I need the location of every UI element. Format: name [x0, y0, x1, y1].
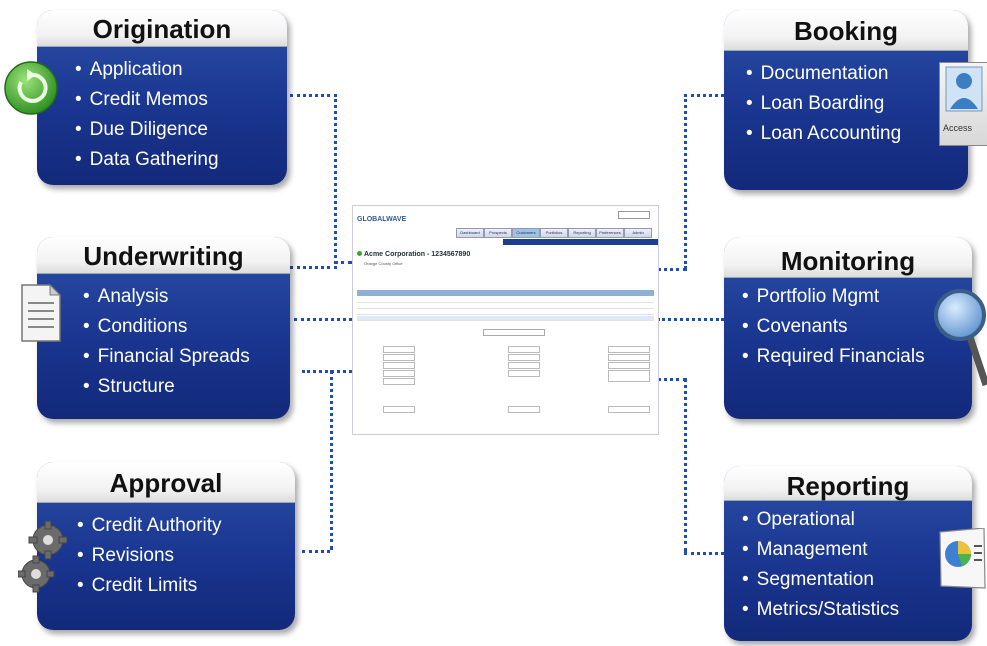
reporting-item: Metrics/Statistics — [742, 595, 972, 625]
monitoring-item: Required Financials — [742, 342, 972, 372]
monitoring-card: Monitoring Portfolio Mgmt Covenants Requ… — [724, 237, 972, 419]
form-field[interactable] — [508, 354, 540, 361]
document-icon — [18, 283, 62, 343]
connector-reporting-vertical — [684, 378, 687, 552]
connector-booking-bottom — [657, 268, 687, 271]
form-field[interactable] — [608, 406, 650, 413]
connector-origination-stub — [334, 261, 352, 264]
booking-card: Booking Documentation Loan Boarding Loan… — [724, 10, 968, 190]
approval-card: Approval Credit Authority Revisions Cred… — [37, 462, 295, 630]
underwriting-card: Underwriting Analysis Conditions Financi… — [37, 237, 290, 419]
origination-item: Application — [75, 55, 287, 85]
reporting-item: Management — [742, 535, 972, 565]
approval-title: Approval — [37, 462, 295, 503]
form-field[interactable] — [608, 362, 650, 369]
nav-tab[interactable]: Reporting — [568, 228, 596, 238]
form-field[interactable] — [383, 362, 415, 369]
table-row[interactable] — [357, 316, 654, 321]
form-field[interactable] — [608, 346, 650, 353]
connector-approval-vertical — [330, 370, 333, 550]
refresh-icon — [3, 60, 59, 116]
monitoring-item: Covenants — [742, 312, 972, 342]
form-field[interactable] — [383, 346, 415, 353]
nav-tab[interactable]: Preferences — [596, 228, 624, 238]
approval-item: Revisions — [77, 541, 295, 571]
reporting-item: Segmentation — [742, 565, 972, 595]
company-heading: Acme Corporation - 1234567890 — [357, 251, 470, 258]
connector-origination — [290, 94, 337, 269]
magnifier-icon — [934, 285, 987, 395]
status-dot-icon — [357, 251, 362, 256]
underwriting-title: Underwriting — [37, 237, 290, 274]
monitoring-title: Monitoring — [724, 237, 972, 278]
subnav-bar — [503, 239, 658, 245]
underwriting-item: Analysis — [83, 282, 290, 312]
booking-title: Booking — [724, 10, 968, 51]
form-field[interactable] — [508, 406, 540, 413]
office-name: Orange County Office — [364, 261, 403, 266]
access-label: Access — [943, 123, 973, 133]
table-row[interactable] — [357, 304, 654, 309]
underwriting-item: Financial Spreads — [83, 342, 290, 372]
form-field[interactable] — [608, 354, 650, 361]
nav-tab[interactable]: Customers — [512, 228, 540, 238]
form-field[interactable] — [383, 406, 415, 413]
connector-booking-vertical — [684, 94, 687, 269]
nav-tab[interactable]: Prospects — [484, 228, 512, 238]
connector-approval-bottom — [302, 550, 330, 553]
form-field[interactable] — [383, 378, 415, 385]
reporting-title: Reporting — [724, 466, 972, 501]
booking-item: Documentation — [746, 59, 968, 89]
table-row[interactable] — [357, 298, 654, 303]
pie-report-icon — [938, 527, 987, 590]
connector-underwriting — [294, 318, 352, 321]
booking-item: Loan Boarding — [746, 89, 968, 119]
form-field[interactable] — [383, 354, 415, 361]
nav-tab[interactable]: Dashboard — [456, 228, 484, 238]
origination-item: Data Gathering — [75, 145, 287, 175]
form-field[interactable] — [383, 370, 415, 377]
connector-booking — [684, 94, 724, 97]
connector-reporting-bottom — [684, 552, 724, 555]
origination-item: Due Diligence — [75, 115, 287, 145]
connector-approval — [302, 370, 352, 553]
connector-monitoring — [657, 318, 724, 321]
form-field[interactable] — [508, 362, 540, 369]
search-field[interactable] — [618, 211, 650, 219]
form-field[interactable] — [508, 370, 540, 377]
origination-card: Origination Application Credit Memos Due… — [37, 10, 287, 185]
nav-tab[interactable]: Admin — [624, 228, 652, 238]
form-field[interactable] — [608, 370, 650, 382]
user-access-icon: Access — [939, 62, 987, 146]
app-logo: GLOBALWAVE — [357, 216, 407, 223]
underwriting-item: Conditions — [83, 312, 290, 342]
nav-tab[interactable]: Portfolios — [540, 228, 568, 238]
reporting-item: Operational — [742, 505, 972, 535]
gears-icon — [17, 518, 68, 596]
company-name: Acme Corporation - 1234567890 — [364, 251, 471, 258]
origination-title: Origination — [37, 10, 287, 47]
approval-item: Credit Authority — [77, 511, 295, 541]
monitoring-item: Portfolio Mgmt — [742, 282, 972, 312]
underwriting-item: Structure — [83, 372, 290, 402]
origination-item: Credit Memos — [75, 85, 287, 115]
approval-item: Credit Limits — [77, 571, 295, 601]
form-field[interactable] — [508, 346, 540, 353]
booking-item: Loan Accounting — [746, 119, 968, 149]
connector-reporting — [657, 378, 687, 381]
table-row[interactable] — [357, 310, 654, 315]
pager[interactable] — [483, 329, 545, 336]
loans-table-header — [357, 290, 654, 296]
loan-system-screenshot: GLOBALWAVE Dashboard Prospects Customers… — [352, 205, 659, 435]
reporting-card: Reporting Operational Management Segment… — [724, 466, 972, 641]
